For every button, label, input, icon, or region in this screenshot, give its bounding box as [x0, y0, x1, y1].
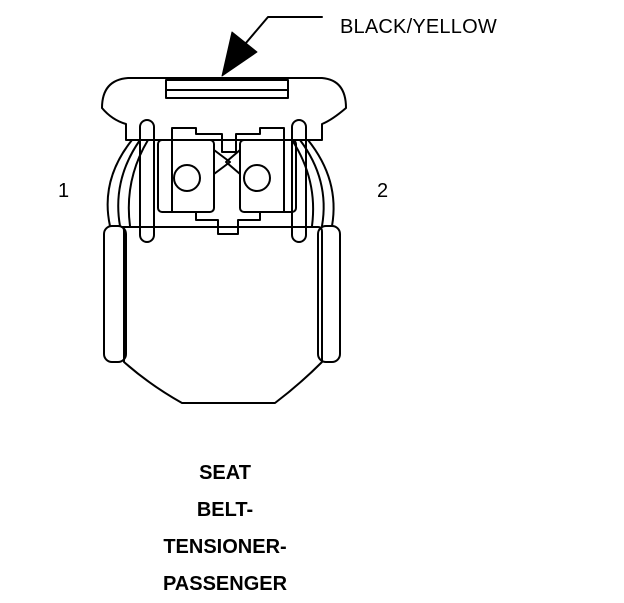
connector-title: SEAT BELT- TENSIONER- PASSENGER [120, 455, 330, 603]
connector-lower-body [103, 225, 341, 404]
connector-locking-cap [101, 77, 347, 141]
callout-leader [221, 16, 323, 77]
connector-title-line-1: SEAT [199, 462, 251, 484]
terminal-cavity-2 [225, 139, 297, 213]
connector-title-line-4: PASSENGER [162, 573, 288, 595]
connector-title-line-3: TENSIONER- [163, 536, 287, 558]
terminal-cavity-1 [157, 139, 231, 213]
wire-color-label: BLACK/YELLOW [340, 16, 497, 38]
terminal-housing [171, 127, 285, 235]
connector-side-grips [106, 139, 335, 227]
connector-title-line-2: BELT- [196, 499, 254, 521]
pin-1-label: 1 [58, 180, 70, 202]
pin-2-label: 2 [377, 180, 389, 202]
connector-latch-posts [139, 119, 307, 243]
